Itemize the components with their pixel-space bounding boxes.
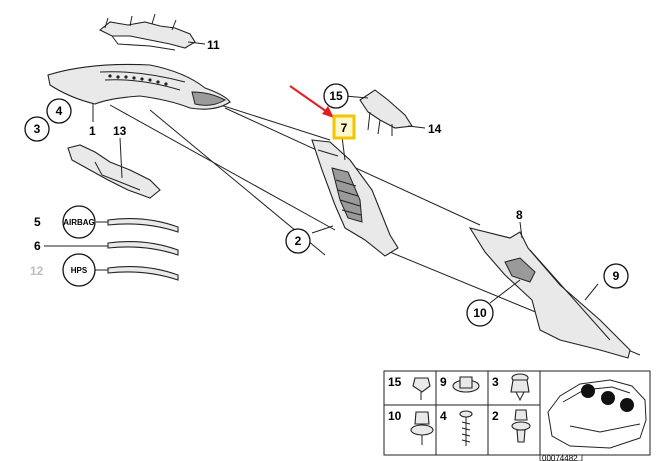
legend-label-10: 10 (388, 409, 402, 423)
callout-12-label: 12 (30, 264, 44, 278)
callout-9-label: 9 (613, 269, 620, 283)
callout-7-highlighted[interactable]: 7 (332, 114, 356, 140)
callout-3[interactable]: 3 (24, 116, 50, 142)
a-pillar-holes (108, 74, 168, 86)
callout-8[interactable]: 8 (516, 208, 523, 222)
strip-6 (44, 241, 179, 256)
callout-1[interactable]: 1 (89, 124, 96, 138)
callout-14[interactable]: 14 (428, 122, 442, 136)
callout-8-label: 8 (516, 208, 523, 222)
highlight-arrow (289, 85, 334, 118)
callout-6[interactable]: 6 (34, 239, 41, 253)
part-13-bracket (67, 137, 161, 199)
callout-6-label: 6 (34, 239, 41, 253)
legend-label-2: 2 (492, 409, 499, 423)
callout-10-label: 10 (473, 306, 487, 320)
legend-cell-3[interactable]: 3 (492, 373, 530, 402)
callout-11[interactable]: 11 (207, 38, 220, 52)
callout-7-label: 7 (341, 121, 348, 135)
legend-cell-10[interactable]: 10 (388, 409, 434, 445)
car-location-icon (539, 370, 651, 456)
legend-label-4: 4 (440, 409, 447, 423)
callout-13-label: 13 (113, 124, 127, 138)
callout-2-label: 2 (295, 234, 302, 248)
part-11-bracket (98, 13, 206, 51)
fastener-legend: 15 9 3 10 4 2 (383, 370, 651, 456)
part-14-clip (344, 89, 426, 136)
callout-15[interactable]: 15 (323, 83, 349, 109)
callout-12[interactable]: 12 HPS (30, 253, 96, 287)
callout-14-label: 14 (428, 122, 442, 136)
legend-cell-15[interactable]: 15 (388, 375, 431, 400)
callout-13[interactable]: 13 (113, 124, 127, 138)
legend-label-15: 15 (388, 375, 402, 389)
legend-cell-9[interactable]: 9 (440, 375, 480, 393)
strip-12 (94, 266, 179, 281)
part-9-c-pillar-trim (468, 221, 631, 359)
part-2-b-pillar-trim (311, 136, 399, 257)
legend-cell-4[interactable]: 4 (440, 409, 473, 446)
callout-5-label: 5 (34, 215, 41, 229)
callout-4[interactable]: 4 (46, 98, 72, 124)
part-1-a-pillar-trim (47, 63, 231, 122)
legend-label-3: 3 (492, 375, 499, 389)
callout-1-label: 1 (89, 124, 96, 138)
hps-badge: HPS (71, 266, 88, 275)
legend-label-9: 9 (440, 375, 447, 389)
callout-2[interactable]: 2 (285, 228, 311, 254)
strip-5 (96, 218, 179, 233)
catalog-number-box: 00074482 (539, 454, 583, 461)
catalog-number: 00074482 (542, 454, 578, 461)
callout-15-label: 15 (329, 89, 343, 103)
callout-4-label: 4 (56, 104, 63, 118)
airbag-badge: AIRBAG (63, 218, 95, 227)
callout-9[interactable]: 9 (603, 263, 629, 289)
callout-10[interactable]: 10 (466, 299, 494, 327)
callout-11-label: 11 (207, 38, 220, 52)
legend-cell-2[interactable]: 2 (492, 409, 531, 443)
callout-5[interactable]: 5 AIRBAG (34, 205, 96, 239)
callout-3-label: 3 (34, 122, 41, 136)
